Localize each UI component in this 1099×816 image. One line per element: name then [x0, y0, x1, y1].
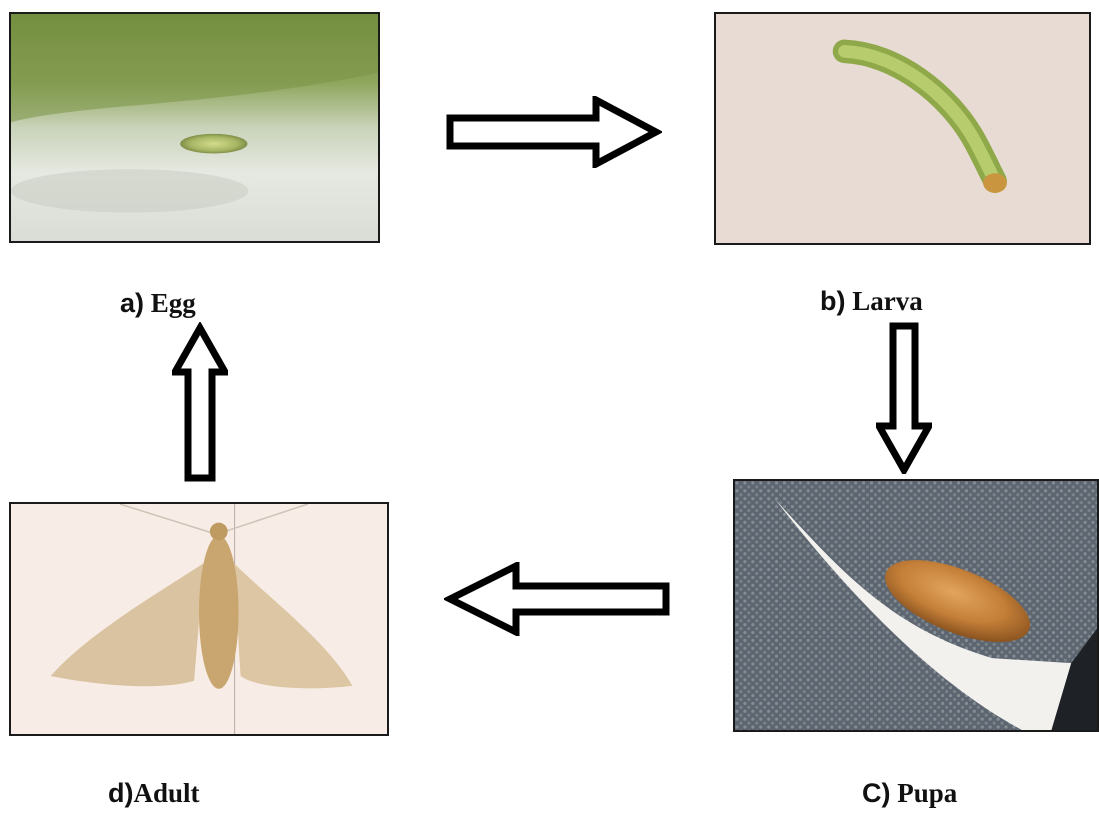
egg-image	[11, 14, 378, 241]
caption-egg: a) Egg	[120, 288, 196, 319]
caption-pupa-letter: C)	[862, 778, 891, 808]
larva-image	[716, 14, 1089, 243]
arrow-egg-to-larva	[446, 96, 662, 168]
adult-body	[199, 535, 239, 688]
caption-larva: b) Larva	[820, 286, 923, 317]
adult-photo	[9, 502, 389, 736]
pupa-image	[735, 481, 1097, 730]
caption-pupa: C) Pupa	[862, 778, 957, 809]
caption-larva-letter: b)	[820, 286, 845, 316]
caption-egg-name: Egg	[151, 288, 196, 318]
caption-larva-name: Larva	[852, 286, 923, 316]
up-arrow-icon	[172, 322, 228, 482]
adult-image	[11, 504, 387, 734]
arrow-pupa-to-adult	[444, 562, 670, 636]
caption-adult-letter: d)	[108, 778, 133, 808]
caption-pupa-name: Pupa	[897, 778, 957, 808]
arrow-larva-to-pupa	[876, 322, 932, 474]
egg-shape	[180, 134, 247, 154]
larva-photo	[714, 12, 1091, 245]
caption-egg-letter: a)	[120, 288, 144, 318]
down-arrow-icon	[876, 322, 932, 474]
pupa-photo	[733, 479, 1099, 732]
larva-head	[983, 173, 1007, 193]
right-arrow-icon	[446, 96, 662, 168]
caption-adult: d)Adult	[108, 778, 200, 809]
left-arrow-icon	[444, 562, 670, 636]
caption-adult-name: Adult	[133, 778, 199, 808]
egg-photo	[9, 12, 380, 243]
arrow-adult-to-egg	[172, 322, 228, 482]
